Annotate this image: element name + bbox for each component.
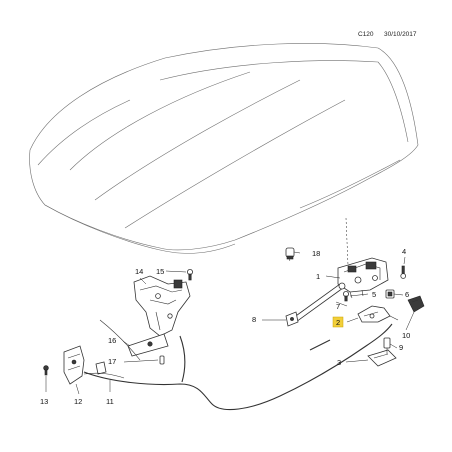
highlight-box [332, 316, 344, 328]
release-lever [127, 333, 169, 357]
latch-screw [400, 265, 407, 279]
latch-bolt [342, 290, 349, 302]
callout-10: 10 [402, 331, 410, 340]
hood-release-handle [63, 345, 85, 385]
callout-8: 8 [252, 315, 256, 324]
handle-screw [43, 365, 49, 376]
release-bracket [133, 275, 191, 337]
callout-4: 4 [402, 247, 406, 256]
diagram-date: 30/10/2017 [384, 31, 417, 38]
cable-sleeve [309, 339, 331, 351]
callout-16: 16 [108, 336, 116, 345]
callout-1: 1 [316, 272, 320, 281]
callout-12: 12 [74, 397, 82, 406]
secondary-release-lever [357, 305, 399, 323]
callout-14: 14 [135, 267, 143, 276]
prop-rod-clip [285, 311, 299, 327]
bracket-bolt [186, 268, 193, 281]
callout-17: 17 [108, 357, 116, 366]
handle-clip [95, 361, 107, 375]
cable-fitting [383, 337, 391, 354]
lever-pin [159, 355, 165, 365]
callout-11: 11 [106, 397, 114, 406]
diagram-code: C120 [358, 31, 374, 38]
callout-3: 3 [337, 358, 341, 367]
release-handle [367, 349, 397, 367]
callout-9: 9 [399, 343, 403, 352]
callout-13: 13 [40, 397, 48, 406]
hood-release-cable [83, 323, 393, 411]
cable-retainer [407, 295, 425, 313]
leader-lines [45, 251, 415, 395]
cable-clip [385, 289, 395, 299]
callout-5: 5 [372, 290, 376, 299]
callout-6: 6 [405, 290, 409, 299]
callout-18: 18 [312, 249, 320, 258]
callout-7: 7 [336, 302, 340, 311]
latch-cable [179, 335, 186, 383]
cable-lower-run-2 [83, 372, 125, 379]
alignment-line [345, 217, 349, 266]
callout-2: 2 [336, 318, 340, 327]
hood-panel [29, 43, 419, 254]
callout-15: 15 [156, 267, 164, 276]
hood-latch-assembly [337, 257, 389, 299]
hood-bumper-stop [285, 247, 295, 260]
